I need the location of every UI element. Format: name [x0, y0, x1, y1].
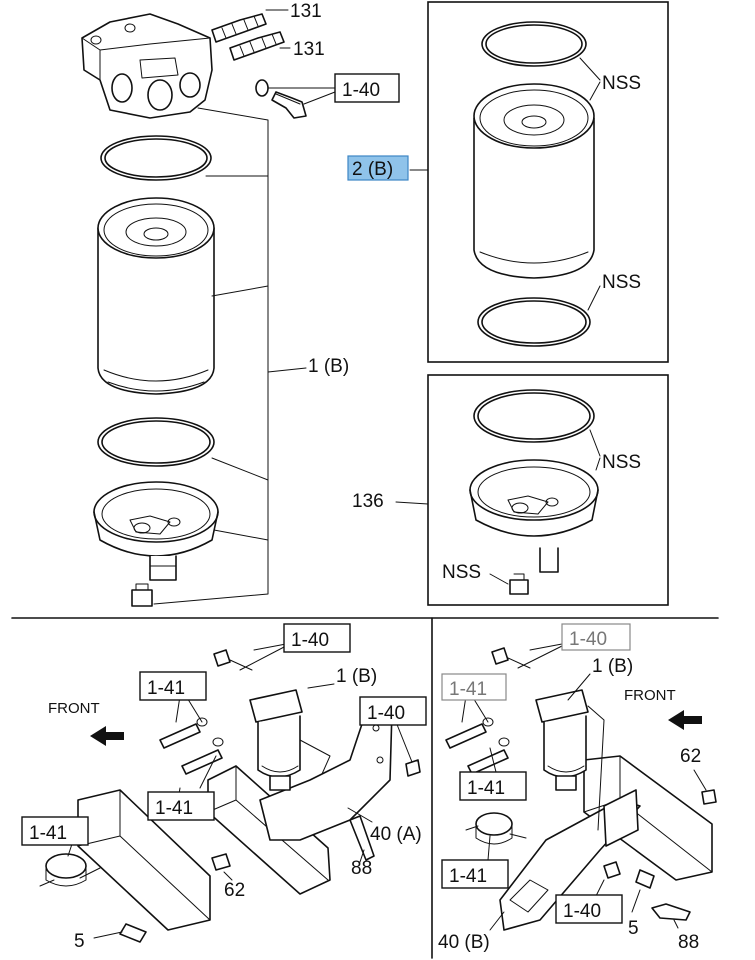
right-priming-pump: [465, 812, 527, 845]
left-filter-assy: [249, 689, 331, 791]
drain-plug: [131, 583, 153, 607]
right-bolts: [491, 647, 717, 921]
right-callout-40b: 40 (B): [438, 932, 490, 953]
right-callout-box-1-40a: [561, 623, 631, 651]
left-callout-box-1-41b: [147, 791, 215, 821]
callout-2b[interactable]: 2 (B): [352, 159, 393, 180]
left-callout-box-1-40a: [283, 623, 351, 653]
right-callout-1-41a: 1-41: [449, 679, 487, 700]
left-callout-1-40a: 1-40: [291, 630, 329, 651]
callout-2b-highlight[interactable]: [347, 155, 409, 181]
right-callout-88: 88: [678, 932, 699, 953]
right-callout-box-1-41c: [441, 859, 509, 889]
left-callout-62: 62: [224, 880, 245, 901]
right-callout-1b: 1 (B): [592, 656, 633, 677]
left-callout-40a: 40 (A): [370, 824, 422, 845]
panel-136: [427, 374, 669, 606]
element-2b-filter: [473, 83, 595, 279]
callout-nss-136-top: NSS: [602, 452, 641, 473]
right-fuel-lines: [445, 717, 510, 775]
panel-2b: [427, 1, 669, 363]
left-callout-1-41c: 1-41: [29, 823, 67, 844]
bowl-136: [469, 459, 599, 573]
left-callout-88: 88: [351, 858, 372, 879]
callout-131-lower: 131: [293, 39, 325, 60]
o-ring-bottom: [97, 417, 215, 467]
right-front-arrow: [668, 710, 702, 730]
right-callout-1-40b: 1-40: [563, 901, 601, 922]
left-callout-1-41b: 1-41: [155, 798, 193, 819]
left-bracket-a: [207, 699, 393, 895]
callout-1b-main: 1 (B): [308, 356, 349, 377]
right-filter-assy: [535, 689, 605, 831]
filter-element: [97, 197, 215, 395]
callout-1-40-top: 1-40: [342, 80, 380, 101]
right-callout-box-1-40b: [555, 894, 623, 924]
bowl-136-oring: [473, 389, 595, 443]
right-callout-box-1-41b: [459, 771, 527, 801]
right-callout-5: 5: [628, 918, 639, 939]
bowl: [93, 481, 219, 581]
left-callout-5: 5: [74, 931, 85, 952]
left-callout-1-40b: 1-40: [367, 703, 405, 724]
right-callout-1-41b: 1-41: [467, 778, 505, 799]
right-callout-1-41c: 1-41: [449, 866, 487, 887]
left-priming-pump: [39, 853, 101, 887]
washer-and-bolt: [255, 79, 307, 119]
left-callout-box-1-41c: [21, 816, 89, 846]
fitting-131-upper: [211, 13, 267, 43]
left-front-label: FRONT: [48, 700, 100, 717]
right-callout-box-1-41a: [441, 673, 507, 701]
right-callout-62: 62: [680, 746, 701, 767]
right-bracket-b: [499, 789, 641, 931]
left-callout-1b: 1 (B): [336, 666, 377, 687]
left-fuel-lines: [159, 717, 224, 775]
callout-nss-2b-bottom: NSS: [602, 272, 641, 293]
callout-131-upper: 131: [290, 1, 322, 22]
callout-nss-2b-top: NSS: [602, 73, 641, 94]
right-front-label: FRONT: [624, 687, 676, 704]
left-callout-box-1-41a: [139, 671, 207, 701]
left-callout-1-41a: 1-41: [147, 678, 185, 699]
callout-nss-136-plug: NSS: [442, 562, 481, 583]
fitting-131-lower: [229, 31, 285, 61]
drain-plug-136: [509, 573, 529, 595]
filter-head: [81, 13, 213, 119]
callout-box-1-40-top: [334, 73, 400, 103]
left-callout-box-1-40b: [359, 696, 427, 726]
right-callout-1-40a: 1-40: [569, 629, 607, 650]
element-2b-oring-top: [481, 21, 587, 67]
left-front-arrow: [90, 726, 124, 746]
callout-136: 136: [352, 491, 384, 512]
element-2b-oring-bottom: [477, 297, 591, 347]
o-ring-top: [100, 135, 212, 181]
left-bolts: [119, 649, 421, 943]
